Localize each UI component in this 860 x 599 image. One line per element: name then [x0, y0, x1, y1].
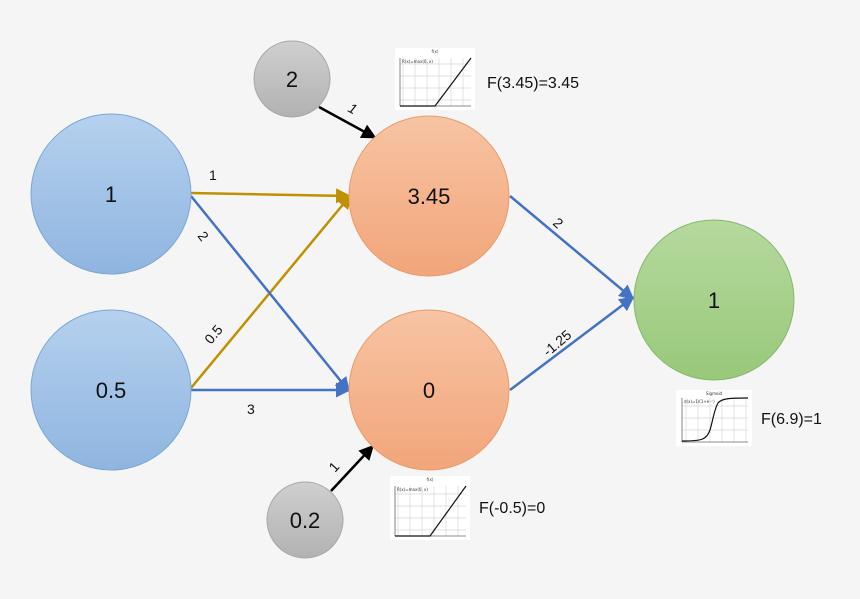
relu-plot-thumbnail-2: f(x) R(x)=max(0, x)	[390, 476, 470, 540]
relu-plot-title-1: f(x)	[432, 49, 439, 54]
weight-label-h1-out: 2	[550, 214, 567, 231]
edge-h1-out	[509, 195, 635, 300]
output-node-value: 1	[708, 288, 720, 313]
weight-label-b2-h2: 1	[325, 458, 342, 475]
edge-in2-h1	[190, 193, 352, 389]
relu-plot-thumbnail-1: f(x) R(x)=max(0, x)	[395, 48, 475, 110]
edge-h2-out	[509, 296, 635, 391]
sigmoid-plot-thumbnail: Sigmoid σ(x)=1/(1+e⁻ˣ)	[676, 390, 752, 446]
relu-plot-formula-1: R(x)=max(0, x)	[402, 59, 433, 64]
relu-plot-formula-2: R(x)=max(0, x)	[397, 487, 428, 492]
output-node: 1	[633, 219, 795, 381]
edge-b2-h2	[330, 444, 375, 492]
sigmoid-plot-title: Sigmoid	[706, 391, 723, 396]
hidden-node-1-value: 3.45	[408, 184, 451, 209]
bias-node-2-value: 0.2	[290, 508, 321, 533]
bias-node-2: 0.2	[266, 481, 344, 559]
hidden-node-2: 0	[348, 309, 510, 471]
edge-in1-h2	[190, 195, 350, 393]
sigmoid-plot-formula: σ(x)=1/(1+e⁻ˣ)	[684, 399, 715, 404]
activation-label-output: F(6.9)=1	[761, 411, 822, 428]
input-node-2-value: 0.5	[96, 378, 127, 403]
weight-label-in2-h2: 3	[247, 401, 255, 417]
input-node-1: 1	[30, 113, 192, 275]
relu-plot-title-2: f(x)	[427, 477, 434, 482]
hidden-node-1: 3.45	[348, 115, 510, 277]
weight-label-in1-h1: 1	[209, 167, 217, 183]
bias-node-1-value: 2	[286, 67, 298, 92]
input-node-2: 0.5	[30, 309, 192, 471]
input-node-1-value: 1	[105, 182, 117, 207]
activation-label-hidden-2: F(-0.5)=0	[479, 500, 545, 517]
weight-label-in1-h2: 2	[195, 228, 213, 244]
edge-in1-h1	[190, 188, 351, 204]
edge-b1-h1	[318, 105, 377, 139]
activation-label-hidden-1: F(3.45)=3.45	[487, 75, 579, 92]
bias-node-1: 2	[253, 40, 331, 118]
hidden-node-2-value: 0	[423, 378, 435, 403]
weight-label-b1-h1: 1	[346, 100, 360, 118]
weight-label-in2-h1: 0.5	[201, 322, 226, 347]
